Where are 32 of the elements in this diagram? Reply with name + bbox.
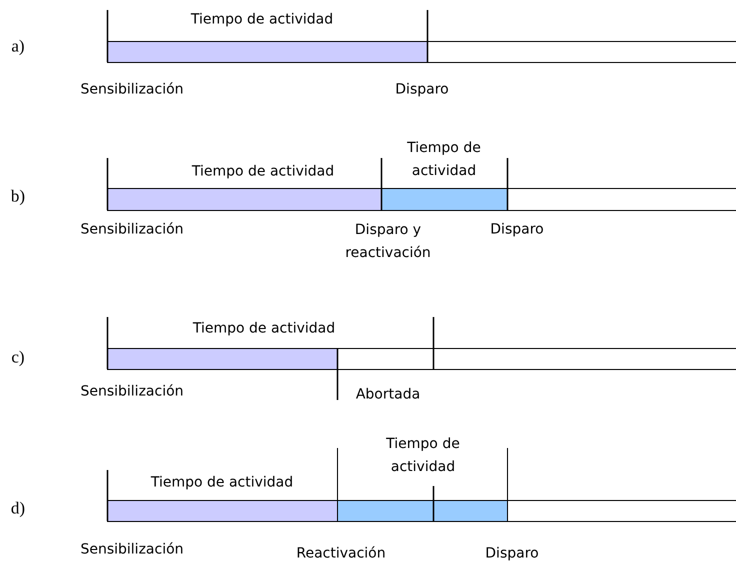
timeline-label: Tiempo de actividad (406, 139, 482, 181)
timeline-label: Sensibilización (80, 540, 184, 560)
panel-letter: b) (10, 186, 26, 208)
timeline-label: Sensibilización (80, 382, 184, 402)
timeline-segment (107, 41, 427, 63)
timeline-segment (427, 41, 736, 63)
timeline-label: Sensibilización (80, 220, 184, 240)
timeline-segment (433, 348, 736, 370)
timeline-segment (507, 188, 736, 211)
timeline-segment (337, 348, 433, 370)
timeline-label: Tiempo de actividad (190, 10, 334, 30)
panel-letter: d) (10, 498, 26, 520)
panel-letter: a) (11, 36, 25, 58)
timeline-segment (381, 188, 507, 211)
timeline-label: Tiempo de actividad (150, 474, 294, 492)
timeline-label: Tiempo de actividad (192, 320, 336, 338)
timeline-segment (337, 500, 433, 522)
timeline-segment (107, 188, 381, 211)
timeline-label: Tiempo de actividad (192, 162, 334, 182)
timeline-label: Tiempo de actividad (385, 435, 461, 477)
timeline-label: Sensibilización (80, 80, 184, 100)
timeline-segment (107, 348, 337, 370)
timeline-segment (107, 500, 337, 522)
timeline-label: Disparo y reactivación (344, 221, 432, 263)
timeline-label: Disparo (490, 220, 544, 240)
timeline-label: Disparo (395, 80, 449, 100)
panel-letter: c) (11, 346, 25, 368)
timeline-label: Disparo (485, 544, 539, 564)
timeline-label: Reactivación (296, 544, 386, 564)
timeline-segment (507, 500, 736, 522)
timeline-segment (433, 500, 507, 522)
timeline-label: Abortada (356, 386, 420, 404)
